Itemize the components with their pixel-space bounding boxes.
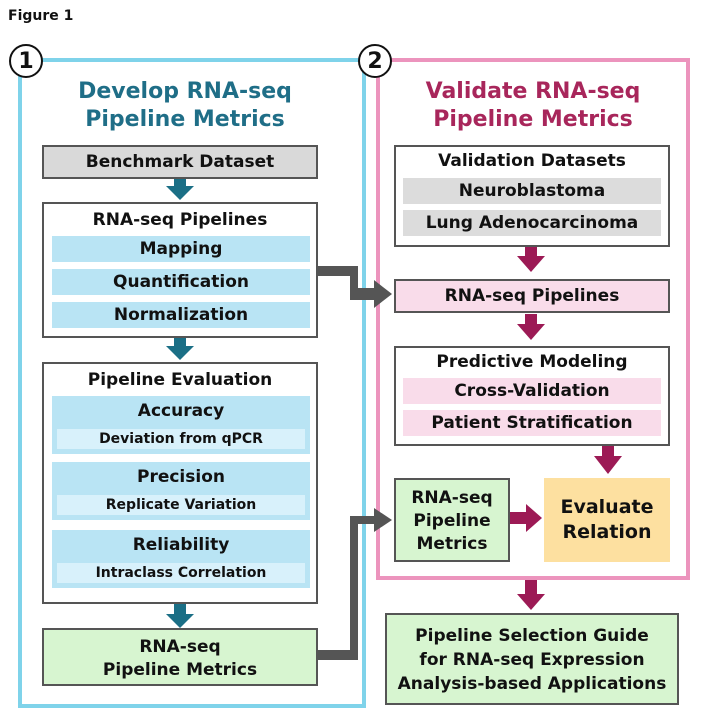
guide-line3: Analysis-based Applications [397,674,667,694]
panel-1-title: Develop RNA-seq Pipeline Metrics [50,78,320,134]
metric-accuracy-desc: Deviation from qPCR [57,429,305,449]
teal-arrow-2 [166,338,194,360]
output-metrics-line2: Pipeline Metrics [102,660,258,680]
benchmark-dataset-box: Benchmark Dataset [42,145,318,179]
evaluate-relation-line1: Evaluate [560,496,654,518]
validate-metrics-box: RNA-seq Pipeline Metrics [394,478,510,562]
evaluate-relation-box: Evaluate Relation [544,478,670,562]
step-mapping: Mapping [52,236,310,262]
rna-seq-pipelines-header: RNA-seq Pipelines [92,210,268,230]
metric-accuracy-name: Accuracy [137,401,225,421]
step-normalization: Normalization [52,302,310,328]
connector-metrics [318,508,392,660]
pipeline-evaluation-header: Pipeline Evaluation [87,370,273,390]
connector-pipelines [318,266,392,308]
teal-arrow-1 [166,178,194,200]
evaluate-relation-line2: Relation [562,521,652,543]
metric-reliability-desc: Intraclass Correlation [57,563,305,583]
panel-2-title-line2: Pipeline Metrics [433,107,633,132]
metric-precision: Precision Replicate Variation [52,462,310,520]
metric-reliability: Reliability Intraclass Correlation [52,530,310,588]
pipeline-selection-guide-box: Pipeline Selection Guide for RNA-seq Exp… [385,613,679,705]
panel-2-title-line1: Validate RNA-seq [425,79,641,104]
predictive-modeling-header: Predictive Modeling [436,352,628,372]
guide-line2: for RNA-seq Expression [419,650,645,670]
panel-develop [18,58,366,708]
panel-1-title-line2: Pipeline Metrics [85,107,285,132]
metric-precision-desc: Replicate Variation [57,495,305,515]
dataset-lung-adenocarcinoma: Lung Adenocarcinoma [403,210,661,236]
metric-accuracy: Accuracy Deviation from qPCR [52,396,310,454]
dataset-neuroblastoma: Neuroblastoma [403,178,661,204]
figure-label: Figure 1 [8,8,74,24]
validation-datasets-header: Validation Datasets [438,151,626,171]
modeling-cross-validation: Cross-Validation [403,378,661,404]
output-metrics-line1: RNA-seq [139,637,221,657]
panel-1-number-badge: 1 [9,44,43,78]
validate-metrics-line2: Pipeline [413,511,491,531]
panel-2-title: Validate RNA-seq Pipeline Metrics [398,78,668,134]
metric-precision-name: Precision [136,467,225,487]
maroon-arrow-5 [517,580,545,610]
panel-1-title-line1: Develop RNA-seq [78,79,292,104]
maroon-arrow-2 [517,314,545,340]
panel-validate [376,58,690,580]
maroon-arrow-3 [594,442,622,474]
maroon-arrow-1 [517,246,545,272]
validate-metrics-line3: Metrics [416,534,488,554]
validate-rna-seq-pipelines-box: RNA-seq Pipelines [394,279,670,313]
modeling-patient-stratification: Patient Stratification [403,410,661,436]
panel-2-number-badge: 2 [358,44,392,78]
guide-line1: Pipeline Selection Guide [415,626,649,646]
maroon-arrow-4 [510,504,542,532]
teal-arrow-3 [166,604,194,628]
output-metrics-box: RNA-seq Pipeline Metrics [42,628,318,686]
validate-metrics-line1: RNA-seq [411,488,493,508]
metric-reliability-name: Reliability [132,535,230,555]
step-quantification: Quantification [52,269,310,295]
